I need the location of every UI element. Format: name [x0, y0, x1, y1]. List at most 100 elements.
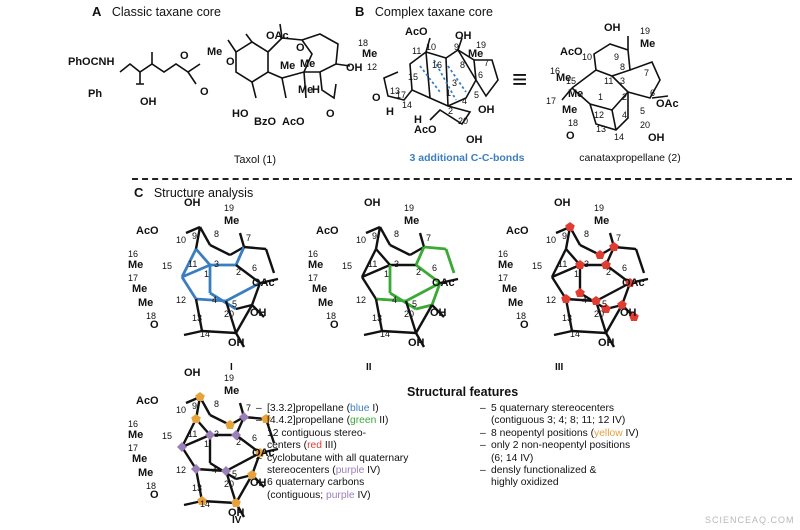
complex-b-label-29: OH	[466, 134, 483, 146]
canatax-label-20: 4	[622, 110, 628, 120]
structure-2-label-14: 6	[432, 263, 438, 273]
structure-1-label-6: Me	[224, 215, 240, 227]
structure-2-bond-8	[423, 245, 447, 251]
bullet-dash	[256, 490, 267, 502]
section-a-header: A Classic taxane core	[92, 3, 221, 21]
structure-2-label-17: 1	[384, 269, 390, 279]
structure-3-label-7: 7	[616, 233, 622, 243]
structure-3-label-18: OAc	[622, 277, 645, 289]
canatax-label-26: OH	[648, 132, 665, 144]
structure-1-bond-21	[201, 329, 237, 335]
stereocenter-dot-9	[575, 288, 585, 297]
features_right-text: 5 quaternary stereocenters	[491, 403, 615, 414]
structure-label-1: I	[230, 362, 233, 373]
structure-3-label-3: 10	[546, 235, 557, 245]
structure-2-label-23: 18	[326, 311, 337, 321]
structure-1-label-10: 15	[162, 261, 173, 271]
section-c-header: C Structure analysis	[134, 184, 253, 202]
structure-2-bond-26	[365, 225, 381, 235]
watermark: SCIENCEAQ.COM	[705, 515, 795, 525]
structure-2-label-4: 9	[372, 231, 378, 241]
stereocenter-dot-10	[601, 304, 611, 313]
section-divider	[132, 178, 792, 180]
complex-b-label-22: 2	[448, 106, 454, 116]
complex-b-label-5: Me	[468, 48, 484, 60]
structure-1-label-20: 12	[176, 295, 187, 305]
features_left-item: centers (red III)	[256, 440, 486, 452]
canatax-label-10: 11	[604, 76, 614, 86]
features_left-item: stereocenters (purple IV)	[256, 465, 486, 477]
structure-3-label-20: 12	[546, 295, 557, 305]
section-a-title: Classic taxane core	[111, 5, 221, 19]
structure-label-2: II	[366, 362, 372, 373]
features_right-item: –5 quaternary stereocenters	[480, 403, 710, 415]
canatax-label-9: 15	[566, 76, 577, 86]
structure-3-label-2: AcO	[506, 225, 529, 237]
structure-2-label-19: Me	[318, 297, 334, 309]
structure-4-bond-10	[180, 418, 198, 448]
features_right-text: (6; 14 IV)	[491, 452, 534, 464]
features_right-item: –densly functionalized &	[480, 465, 710, 477]
features_left-text: IV)	[364, 465, 381, 477]
taxol-label-o1: O	[326, 108, 335, 120]
canatax-label-28: 20	[640, 120, 651, 130]
structure-3-label-14: 6	[622, 263, 628, 273]
stereocenter-dot-11	[629, 312, 639, 321]
structure-1-label-22: 5	[232, 299, 238, 309]
stereocenter-dot-6	[591, 296, 601, 305]
features_right-item: highly oxidized	[480, 477, 710, 489]
structure-3-label-16: Me	[502, 283, 518, 295]
structure-3-bond-23	[594, 300, 608, 334]
equivalence-symbol: ≡	[512, 64, 528, 94]
taxol-caption: Taxol (1)	[233, 154, 277, 166]
structure-2-label-0: OH	[364, 197, 381, 209]
structure-4-bond-14	[180, 446, 198, 470]
structure-2-label-12: 3	[394, 259, 400, 269]
structure-2-label-21: 4	[392, 295, 398, 305]
structure-1-label-18: OAc	[252, 277, 275, 289]
complex-b-label-28: OH	[478, 104, 495, 116]
structure-4-label-10: 15	[162, 431, 173, 441]
bullet-dash	[480, 453, 491, 465]
structure-3-label-4: 9	[562, 231, 568, 241]
structure-1-label-29: OH	[228, 337, 245, 349]
structure-4-label-26: 13	[192, 483, 203, 493]
complex-b-label-6: 12	[367, 62, 378, 72]
features_right-text: IV)	[622, 427, 639, 439]
structure-3-label-0: OH	[554, 197, 571, 209]
structure-2-label-9: Me	[308, 259, 324, 271]
structure-label-4: IV	[232, 515, 242, 526]
structure-1-bond-17	[209, 291, 237, 311]
structure-1-bond-16	[225, 281, 261, 303]
structure-2-label-28: 14	[380, 329, 391, 339]
structure-2-label-20: 12	[356, 295, 367, 305]
structure-3-bond-21	[571, 329, 607, 335]
taxol-label-o4: O	[296, 42, 305, 54]
structure-4-label-13: 2	[236, 437, 242, 447]
structure-1-label-1: 19	[224, 203, 235, 213]
structure-3-label-11: 11	[558, 259, 568, 269]
canatax-label-14: Me	[556, 72, 572, 84]
neopentyl-dot-3	[191, 414, 201, 423]
structure-3-label-19: Me	[508, 297, 524, 309]
complex-b-label-3: Me	[362, 48, 378, 60]
features_left-text: [3.3.2]propellane (	[267, 403, 351, 414]
bullet-dash	[480, 415, 491, 427]
neopentyl-dot-5	[247, 470, 257, 479]
structure-1-bond-25	[259, 277, 279, 285]
structure-1-label-0: OH	[184, 197, 201, 209]
features_right-text: yellow	[594, 427, 623, 439]
canatax-label-19: 12	[594, 110, 605, 120]
structure-3-bond-16	[595, 281, 631, 303]
structure-3-label-25: O	[520, 319, 529, 331]
structure-2-label-2: AcO	[316, 225, 339, 237]
complex-b-label-8: 16	[432, 60, 443, 70]
structure-1-bond-14	[180, 276, 198, 300]
structure-1-bond-20	[194, 298, 204, 332]
structure-1-bond-23	[224, 300, 238, 334]
taxol-label-ho: HO	[232, 108, 249, 120]
structure-2-label-27: 20	[404, 309, 415, 319]
structure-3-label-13: 2	[606, 267, 612, 277]
structure-1-label-21: 4	[212, 295, 218, 305]
structure-1-label-12: 3	[214, 259, 220, 269]
